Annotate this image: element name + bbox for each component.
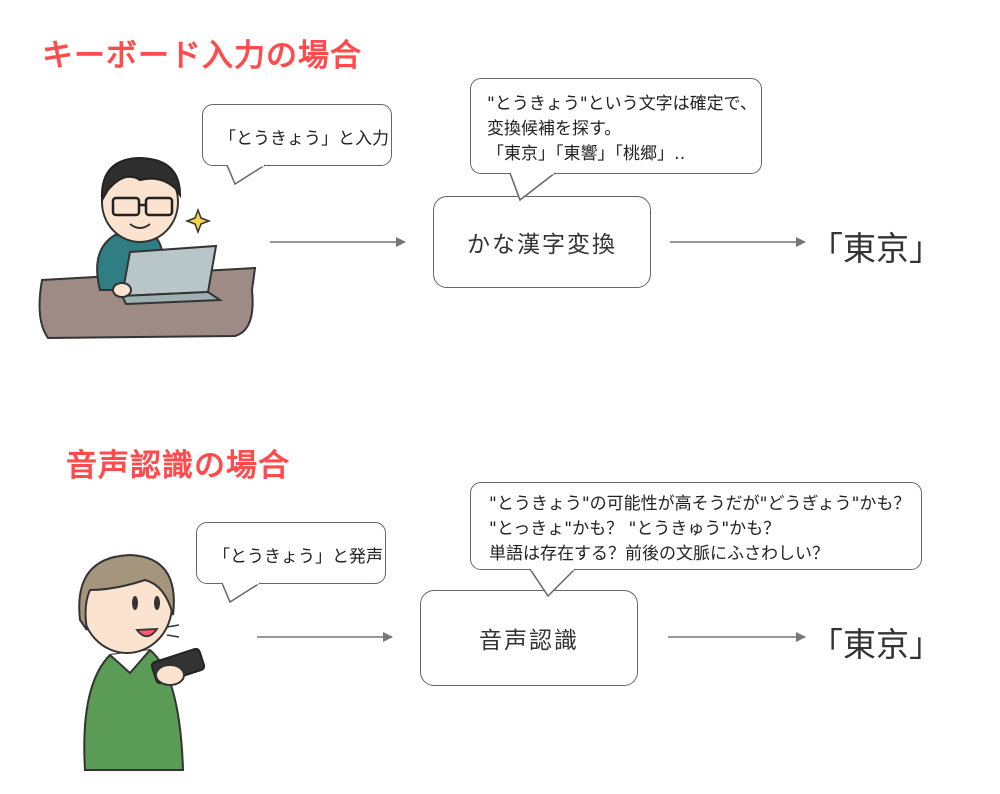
person-speaking-illustration	[78, 553, 206, 771]
hair-shape	[100, 156, 182, 204]
keyboard-speech-bubble: 「とうきょう」と入力	[202, 104, 392, 166]
voice-explanation-line-1: "とうきょう"の可能性が高そうだが"どうぎょう"かも？	[489, 494, 911, 514]
voice-speech-bubble-tail	[221, 582, 261, 604]
keyboard-speech-text: 「とうきょう」と入力	[219, 129, 389, 149]
speech-recognition-label: 音声認識	[479, 628, 579, 654]
voice-speech-bubble: 「とうきょう」と発声	[196, 522, 386, 584]
voice-explanation-line-3: 単語は存在する？前後の文脈にふさわしい？	[489, 544, 829, 564]
keyboard-explanation-line-3: 「東京」「東響」「桃郷」‥	[487, 144, 686, 164]
keyboard-explanation-line-1: "とうきょう"という文字は確定で、	[487, 94, 757, 114]
keyboard-section-heading: キーボード入力の場合	[42, 38, 362, 74]
speech-recognition-box: 音声認識	[420, 590, 638, 686]
keyboard-explanation-bubble: "とうきょう"という文字は確定で、 変換候補を探す。 「東京」「東響」「桃郷」‥	[470, 78, 762, 174]
sparkle-icon	[184, 207, 212, 235]
keyboard-result: 「東京」	[810, 229, 942, 268]
keyboard-speech-bubble-tail	[226, 164, 266, 186]
voice-speech-text: 「とうきょう」と発声	[213, 547, 383, 567]
keyboard-explanation-line-2: 変換候補を探す。	[487, 119, 622, 139]
voice-explanation-bubble: "とうきょう"の可能性が高そうだが"どうぎょう"かも？ "とっきょ"かも？ "と…	[470, 482, 922, 570]
voice-explanation-bubble-tail	[529, 568, 576, 598]
kana-kanji-conversion-box: かな漢字変換	[433, 196, 651, 288]
hair-shape	[78, 553, 175, 631]
person-typing-illustration	[38, 156, 257, 340]
voice-result: 「東京」	[810, 625, 942, 664]
voice-explanation-line-2: "とっきょ"かも？ "とうきゅう"かも？	[489, 519, 781, 539]
keyboard-explanation-bubble-tail	[509, 172, 556, 202]
voice-section-heading: 音声認識の場合	[66, 448, 290, 484]
kana-kanji-conversion-label: かな漢字変換	[467, 232, 617, 258]
